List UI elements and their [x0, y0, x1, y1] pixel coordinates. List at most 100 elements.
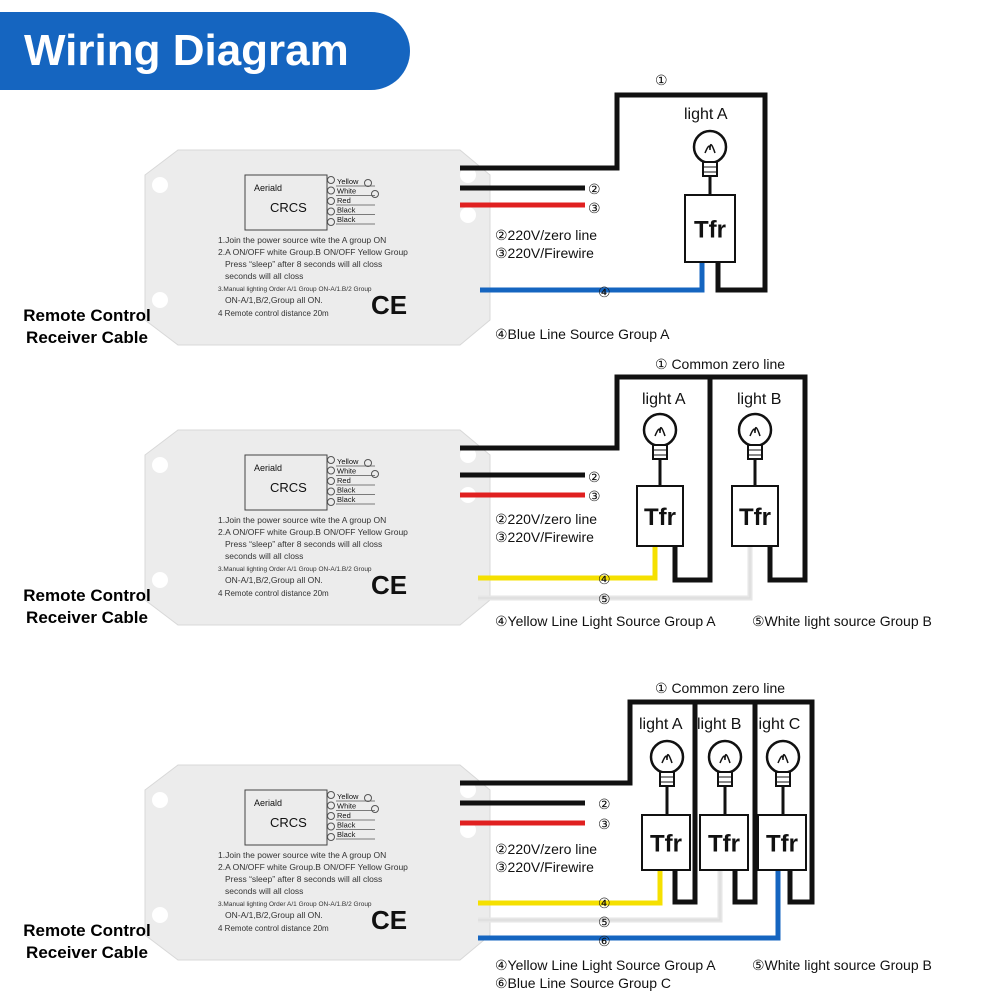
terminal-screw: [327, 466, 335, 475]
device-brand: Aeriald: [254, 183, 282, 193]
bulb-base: [659, 771, 675, 787]
transformer-box: [699, 814, 749, 871]
wire-number: ⑤: [598, 914, 611, 930]
yellow-wire-group-a: [478, 870, 663, 906]
instruction-line: 1.Join the power source wite the A group…: [218, 515, 386, 525]
label-box: [244, 174, 328, 231]
instruction-line: 4 Remote control distance 20m: [218, 924, 329, 933]
bulb-base: [775, 771, 791, 787]
transformer-box: [684, 194, 736, 263]
blue-wire-group-c: [478, 870, 781, 941]
bulb-base: [747, 444, 763, 460]
transformer-label: Tfr: [739, 504, 771, 531]
bulb-filament: [661, 754, 673, 764]
device-body: [144, 149, 491, 346]
wire-number: ④: [598, 571, 611, 587]
instruction-line: seconds will all closs: [225, 886, 303, 896]
instruction-line: seconds will all closs: [225, 271, 303, 281]
side-label-line: Remote Control: [23, 306, 151, 325]
wire-number: ②: [588, 469, 601, 485]
ce-mark: CE: [371, 290, 407, 320]
side-label-line: Receiver Cable: [26, 608, 148, 627]
transformer-box: [636, 485, 684, 547]
label-box: [244, 789, 328, 846]
mount-hole: [152, 792, 168, 808]
light-label: light A: [642, 391, 686, 408]
transformer-label: Tfr: [766, 831, 798, 858]
lamp-symbol: [371, 805, 379, 813]
wire-number: ③: [588, 488, 601, 504]
page-title: Wiring Diagram: [0, 12, 410, 90]
mount-hole: [460, 447, 476, 463]
bulb-filament: [777, 754, 789, 764]
bulb-icon: [765, 739, 801, 787]
instruction-line: ON-A/1,B/2,Group all ON.: [225, 575, 323, 585]
transformer-box: [641, 814, 691, 871]
wire-number: ③: [598, 816, 611, 832]
terminal-screw: [327, 812, 335, 820]
receiver-device: AerialdCRCSYellowWhiteRedBlackBlack1.Joi…: [144, 429, 491, 626]
instruction-line: 2.A ON/OFF white Group.B ON/OFF Yellow G…: [218, 862, 408, 872]
mount-hole: [152, 572, 168, 588]
legend-text: ④Blue Line Source Group A: [495, 326, 670, 342]
terminal-screw: [327, 801, 335, 810]
lamp-symbol: [371, 190, 379, 198]
ce-mark: CE: [371, 570, 407, 600]
legend-text: ⑤White light source Group B: [752, 613, 932, 629]
wire-number: ⑤: [598, 591, 611, 607]
terminal-screw: [327, 186, 335, 195]
bulb-filament: [719, 754, 731, 764]
transformer-box: [731, 485, 779, 547]
common-zero-branch: [672, 702, 698, 905]
legend-text: ②220V/zero line: [495, 227, 597, 243]
light-label: light A: [639, 716, 683, 733]
lamp-symbol: [364, 179, 372, 187]
terminal-label: White: [337, 187, 356, 196]
side-label-line: Receiver Cable: [26, 328, 148, 347]
receiver-device: AerialdCRCSYellowWhiteRedBlackBlack1.Joi…: [144, 149, 491, 346]
terminal-label: Red: [337, 811, 351, 820]
bulb-filament: [749, 427, 761, 437]
device-brand: Aeriald: [254, 798, 282, 808]
instruction-line: ON-A/1,B/2,Group all ON.: [225, 910, 323, 920]
terminal-label: Black: [337, 830, 356, 839]
terminal-label: Yellow: [337, 792, 359, 801]
instruction-line: ON-A/1,B/2,Group all ON.: [225, 295, 323, 305]
transformer-box: [757, 814, 807, 871]
mount-hole: [460, 167, 476, 183]
terminal-screw: [327, 822, 335, 831]
mount-hole: [460, 822, 476, 838]
instruction-line: 4 Remote control distance 20m: [218, 589, 329, 598]
bulb-icon: [642, 412, 678, 460]
terminal-screw: [327, 197, 335, 205]
bulb-icon: [692, 129, 728, 177]
legend-text: ③220V/Firewire: [495, 245, 594, 261]
bulb-base: [702, 161, 718, 177]
lamp-symbol: [371, 470, 379, 478]
label-box: [244, 454, 328, 511]
legend-text: ③220V/Firewire: [495, 859, 594, 875]
side-label-line: Receiver Cable: [26, 943, 148, 962]
instruction-line: 3.Manual lighting Order A/1 Group ON-A/1…: [218, 901, 372, 908]
transformer-label: Tfr: [650, 831, 682, 858]
terminal-label: Red: [337, 196, 351, 205]
legend-text: ④Yellow Line Light Source Group A: [495, 957, 716, 973]
wire-number-1: ① Common zero line: [655, 680, 785, 696]
instruction-line: 2.A ON/OFF white Group.B ON/OFF Yellow G…: [218, 247, 408, 257]
mount-hole: [152, 292, 168, 308]
terminal-label: White: [337, 467, 356, 476]
common-zero-wire: [460, 699, 815, 905]
instruction-line: 2.A ON/OFF white Group.B ON/OFF Yellow G…: [218, 527, 408, 537]
transformer-label: Tfr: [708, 831, 740, 858]
device-model: CRCS: [270, 200, 307, 215]
terminal-screw: [327, 498, 335, 506]
bulb-base: [652, 444, 668, 460]
device-model: CRCS: [270, 815, 307, 830]
terminal-screw: [327, 207, 335, 216]
terminal-label: White: [337, 802, 356, 811]
legend-text: ③220V/Firewire: [495, 529, 594, 545]
common-zero-wire: [460, 374, 808, 583]
